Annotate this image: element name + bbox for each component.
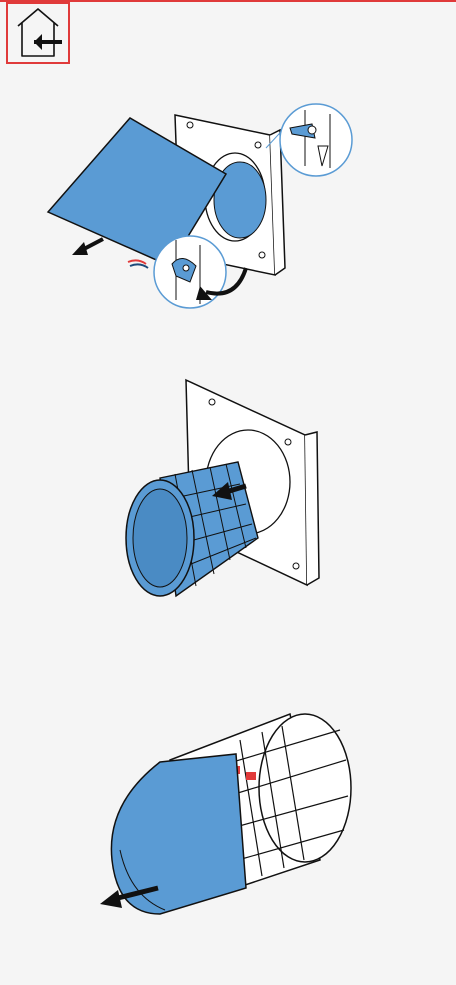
- step-remove-filter-mat: [0, 700, 456, 935]
- arrow-pull-left-icon: [212, 482, 247, 500]
- arrow-pull-left-icon: [72, 237, 104, 255]
- front-cover: [46, 117, 228, 269]
- step-open-front-cover: [0, 100, 456, 315]
- filter-mat: [110, 753, 247, 915]
- arrow-pull-left-icon: [100, 885, 159, 908]
- home-back-button[interactable]: [6, 2, 70, 64]
- filter-cartridge: [125, 461, 259, 598]
- top-accent-line: [0, 0, 456, 2]
- home-back-arrow-icon: [17, 8, 62, 57]
- step-remove-filter-cartridge: [0, 370, 456, 610]
- detail-magnifier-latch-bottom: [153, 235, 248, 309]
- detail-magnifier-latch-top: [265, 103, 353, 177]
